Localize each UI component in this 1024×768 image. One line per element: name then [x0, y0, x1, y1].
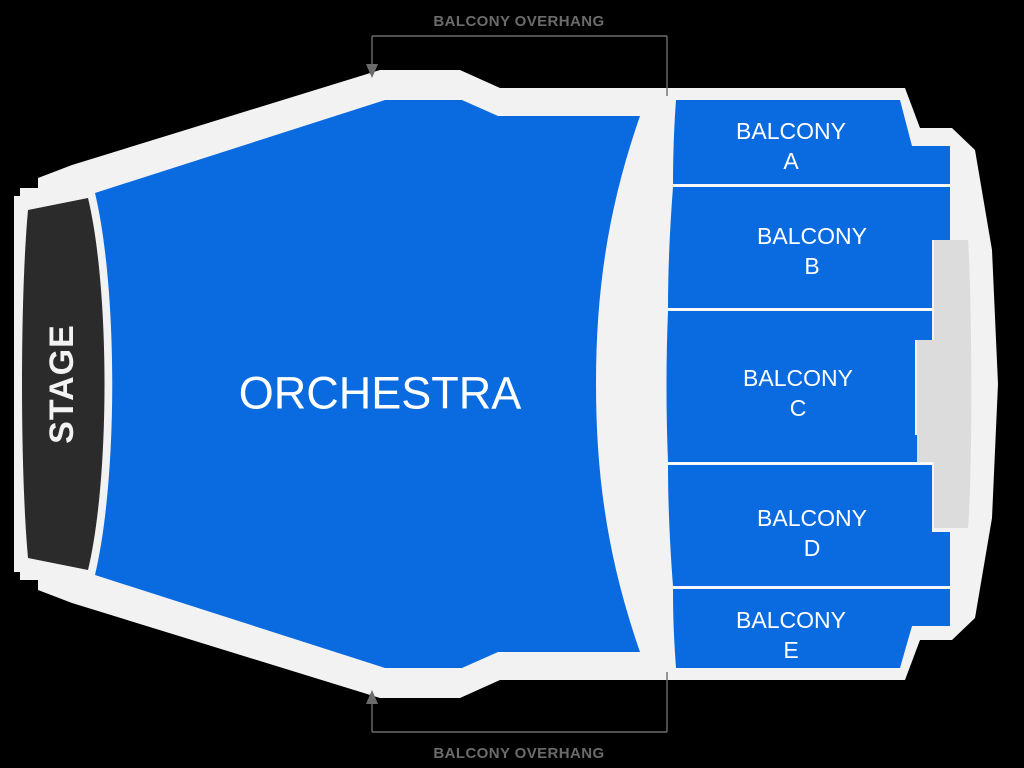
- balcony-e-section[interactable]: BALCONY E: [673, 589, 950, 668]
- section-dividers: [668, 184, 950, 589]
- orchestra-label: ORCHESTRA: [239, 368, 522, 419]
- balcony-e-label-row: E: [783, 637, 798, 663]
- top-overhang-arrow-icon: [366, 64, 378, 78]
- balcony-c-shape[interactable]: [666, 311, 933, 462]
- stage-label: STAGE: [43, 324, 81, 444]
- balcony-a-label: BALCONY: [736, 118, 846, 144]
- balcony-d-label: BALCONY: [757, 505, 867, 531]
- balcony-b-label-row: B: [804, 253, 819, 279]
- bottom-overhang-label: BALCONY OVERHANG: [433, 745, 604, 762]
- top-overhang-annotation: BALCONY OVERHANG: [366, 13, 668, 96]
- orchestra-shape[interactable]: [95, 100, 640, 668]
- bottom-overhang-annotation: BALCONY OVERHANG: [366, 672, 668, 762]
- balcony-d-label-row: D: [804, 535, 821, 561]
- top-overhang-bracket: [371, 35, 668, 96]
- balcony-c-label: BALCONY: [743, 365, 853, 391]
- orchestra-section[interactable]: ORCHESTRA: [95, 100, 640, 668]
- balcony-b-shape[interactable]: [668, 187, 950, 308]
- balcony-c-label-row: C: [790, 395, 807, 421]
- balcony-e-shape[interactable]: [673, 589, 950, 668]
- balcony-b-label: BALCONY: [757, 223, 867, 249]
- bottom-overhang-arrow-icon: [366, 690, 378, 704]
- unavailable-rear-section: [917, 240, 972, 528]
- balcony-d-shape[interactable]: [668, 465, 950, 586]
- stage-shape[interactable]: [22, 198, 105, 570]
- balcony-b-section[interactable]: BALCONY B: [668, 187, 950, 308]
- balcony-e-label: BALCONY: [736, 607, 846, 633]
- balcony-a-shape[interactable]: [673, 100, 950, 184]
- balcony-a-label-row: A: [783, 148, 799, 174]
- stage-section[interactable]: STAGE: [22, 198, 105, 570]
- balcony-c-section[interactable]: BALCONY C: [666, 311, 933, 462]
- balcony-a-section[interactable]: BALCONY A: [673, 100, 950, 184]
- bottom-overhang-bracket: [371, 672, 668, 733]
- top-overhang-label: BALCONY OVERHANG: [433, 13, 604, 30]
- balcony-d-section[interactable]: BALCONY D: [668, 465, 950, 586]
- unavailable-rear-shape: [917, 240, 972, 528]
